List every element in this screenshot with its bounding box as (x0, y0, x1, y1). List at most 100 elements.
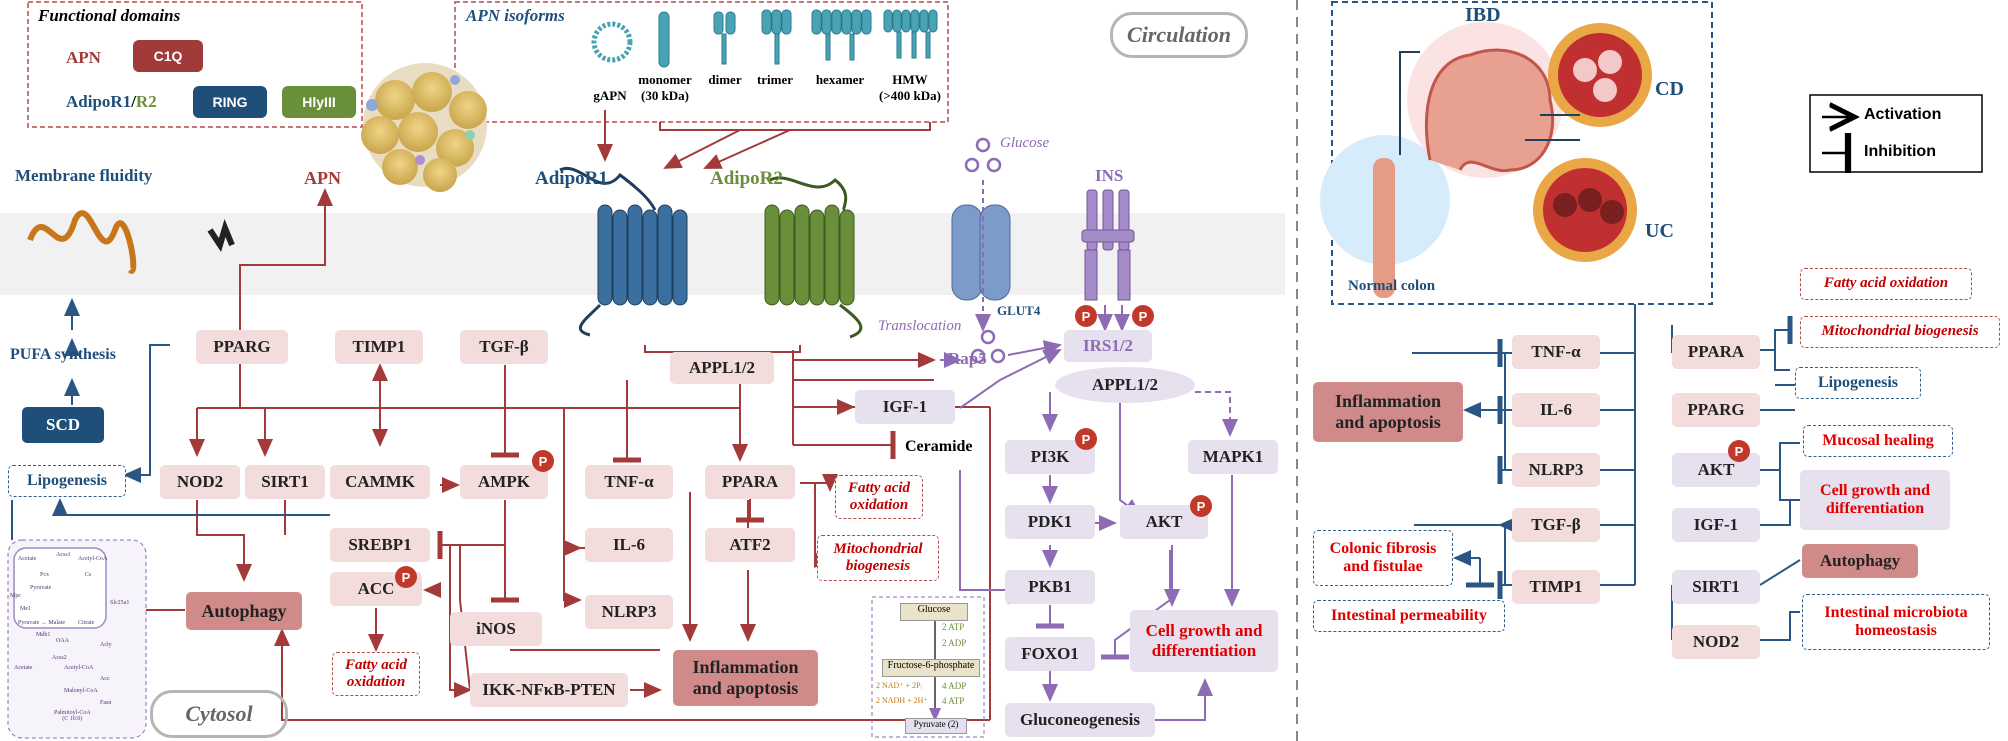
uc-label: UC (1645, 220, 1674, 242)
isoform-label-2: dimer (708, 72, 742, 87)
cd-label: CD (1655, 78, 1684, 100)
mito-inset-label-3: Pcx (40, 572, 49, 578)
isoform-label-0: gAPN (593, 88, 627, 103)
adipor1-label: AdipoR1 (535, 168, 608, 189)
right-fao-node: Fatty acid oxidation (1800, 268, 1972, 300)
mito-inset-label-14: Acss2 (52, 655, 67, 661)
colon-illustration (1320, 22, 1652, 298)
nlrp3-node: NLRP3 (585, 595, 673, 629)
ring-domain-badge: RING (193, 86, 267, 118)
autophagy-node: Autophagy (186, 592, 302, 630)
right-il6-node: IL-6 (1512, 393, 1600, 427)
mito-inset-label-19: Fasn (100, 700, 112, 706)
mito-inset-label-1: Acss1 (56, 552, 71, 558)
hlyiii-domain-badge: HlyIII (282, 86, 356, 118)
isoform-label-3: trimer (756, 72, 794, 87)
mito-inset-label-20: Palmitoyl-CoA (C 16:0) (54, 710, 91, 722)
rap5-label: Rap5 (948, 349, 987, 368)
appl12-ellipse-node: APPL1/2 (1055, 367, 1195, 403)
glycolysis-4adp: 4 ADP (942, 681, 967, 691)
glucose-molecule-icons (964, 137, 1006, 364)
phospho-acc-badge: P (395, 566, 417, 588)
glycolysis-pyruvate: Pyruvate (2) (905, 718, 967, 734)
glycolysis-f6p: Fructose-6-phosphate (882, 659, 980, 677)
pdk1-node: PDK1 (1005, 505, 1095, 539)
mito-inset-label-6: Cs (85, 572, 92, 578)
right-inflammation-node: Inflammation and apoptosis (1313, 382, 1463, 442)
normal-colon-label: Normal colon (1348, 278, 1436, 294)
srebp1-node: SREBP1 (330, 528, 430, 562)
legend-activation: Activation (1864, 106, 1942, 123)
c1q-domain-badge: C1Q (133, 40, 203, 72)
right-mucosal-healing-node: Mucosal healing (1803, 425, 1953, 457)
glycolysis-nad: 2 NAD⁺ + 2Pᵢ (876, 681, 922, 690)
adipor2-label: AdipoR2 (710, 168, 783, 189)
mito-inset-label-11: Mdh1 (36, 632, 51, 638)
mapk1-node: MAPK1 (1188, 440, 1278, 474)
right-tgfb-node: TGF-β (1512, 508, 1600, 542)
igf1-node: IGF-1 (855, 390, 955, 424)
mito-inset-label-0: Acetate (18, 556, 37, 562)
glycolysis-nadh: 2 NADH + 2H⁺ (876, 696, 928, 705)
inos-node: iNOS (450, 612, 542, 646)
phospho-irs-left-badge: P (1075, 305, 1097, 327)
membrane-fluidity-label: Membrane fluidity (15, 166, 153, 185)
mitochondrial-biogenesis-node: Mitochondrial biogenesis (817, 535, 939, 581)
right-phospho-akt-badge: P (1728, 440, 1750, 462)
adipor-domain-label: AdipoR1/R2 (66, 92, 157, 111)
isoform-label-5: HMW (>400 kDa) (879, 72, 941, 103)
pufa-synthesis-label: PUFA synthesis (10, 346, 116, 363)
pkb1-node: PKB1 (1005, 570, 1095, 604)
mito-inset-label-7: Me1 (20, 606, 31, 612)
mito-inset-label-2: Acetyl-CoA (78, 556, 108, 562)
apn-domain-label: APN (66, 48, 101, 67)
mito-inset-label-4: Pyruvate (30, 585, 52, 591)
right-permeability-node: Intestinal permeability (1313, 600, 1505, 632)
phospho-ampk-badge: P (532, 450, 554, 472)
functional-domains-title: Functional domains (38, 6, 181, 25)
circulation-label: Circulation (1110, 12, 1248, 58)
right-pparg-node: PPARG (1672, 393, 1760, 427)
right-lipogenesis-node: Lipogenesis (1795, 367, 1921, 399)
ampk-node: AMPK (460, 465, 548, 499)
ibd-label: IBD (1465, 4, 1501, 26)
isoforms-title: APN isoforms (466, 6, 565, 25)
mito-inset-label-12: OAA (56, 638, 69, 644)
timp1-node: TIMP1 (335, 330, 423, 364)
adipose-tissue-icon (361, 63, 487, 192)
tgfb-node: TGF-β (460, 330, 548, 364)
sirt1-node: SIRT1 (245, 465, 325, 499)
ins-label: INS (1095, 166, 1124, 185)
inflammation-apoptosis-node: Inflammation and apoptosis (673, 650, 818, 706)
appl12-node: APPL1/2 (670, 352, 774, 384)
mito-inset-label-15: Acetate (14, 665, 33, 671)
pparg-node: PPARG (196, 330, 288, 364)
insulin-receptor-icon (1081, 189, 1135, 301)
right-nod2-node: NOD2 (1672, 625, 1760, 659)
lipogenesis-node: Lipogenesis (8, 465, 126, 497)
scd-node: SCD (22, 407, 104, 443)
glut4-label: GLUT4 (997, 303, 1041, 318)
cell-growth-node: Cell growth and differentiation (1130, 610, 1278, 672)
glut4-transporter-icon (951, 204, 1011, 301)
tnfa-node: TNF-α (585, 465, 673, 499)
translocation-label: Translocation (878, 318, 962, 334)
right-tnfa-node: TNF-α (1512, 335, 1600, 369)
mito-inset-label-9: Citrate (78, 620, 95, 626)
mito-inset-label-5: Mpc (10, 593, 21, 599)
right-mito-node: Mitochondrial biogenesis (1800, 316, 2000, 348)
irs12-node: IRS1/2 (1064, 330, 1152, 362)
ceramide-label: Ceramide (905, 438, 973, 455)
phospho-pi3k-badge: P (1075, 428, 1097, 450)
cammk-node: CAMMK (330, 465, 430, 499)
mito-inset-label-10: Slc25a1 (110, 600, 130, 606)
gluconeogenesis-node: Gluconeogenesis (1005, 703, 1155, 737)
fatty-acid-oxidation-node: Fatty acid oxidation (835, 475, 923, 519)
glycolysis-2adp: 2 ADP (942, 638, 967, 648)
glucose-label: Glucose (1000, 135, 1050, 151)
mito-inset-label-13: Acly (100, 642, 112, 648)
glycolysis-glucose: Glucose (900, 603, 968, 621)
isoform-icons (591, 9, 938, 68)
